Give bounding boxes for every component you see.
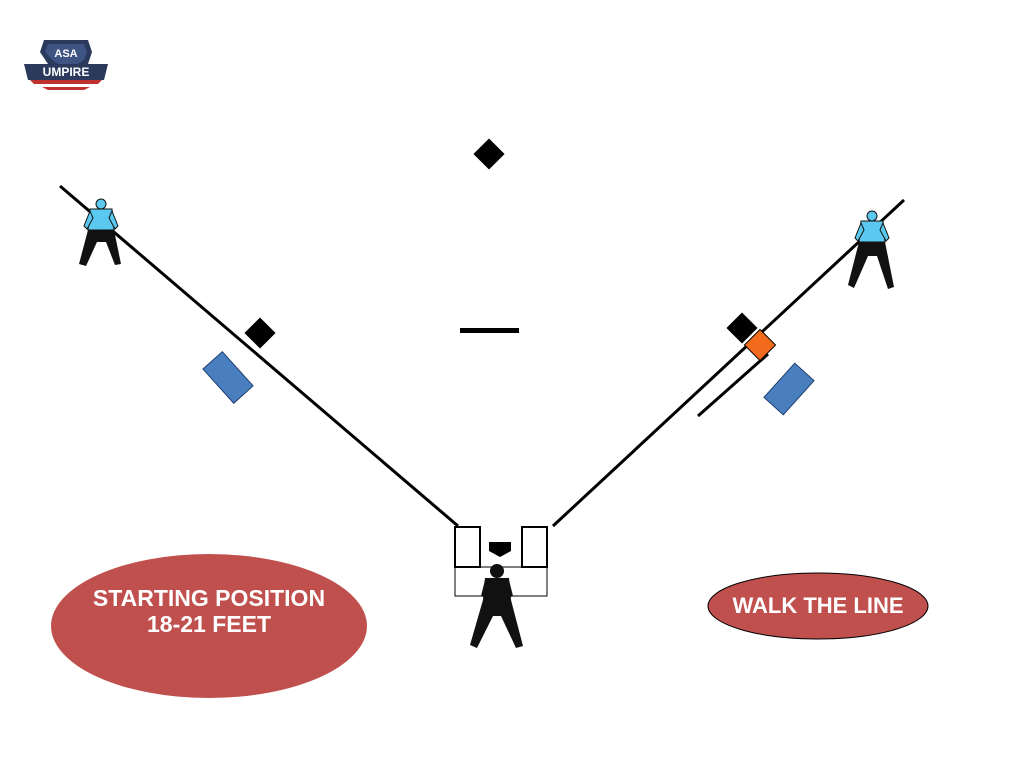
right-foul-line (551, 198, 906, 528)
umpire-figure-icon (79, 198, 121, 266)
starting-position-callout (51, 554, 367, 698)
first-base-orange-base (743, 328, 777, 362)
umpire-figure-icon (848, 210, 894, 289)
umpire-arms (854, 221, 890, 242)
umpire-head (95, 198, 107, 210)
first-base (726, 312, 758, 344)
walk-the-line-callout (707, 572, 929, 640)
logo-banner (24, 64, 108, 80)
umpire-legs (848, 242, 894, 289)
asa-umpire-logo: ASA UMPIRE (24, 40, 108, 90)
right-batters-box (521, 526, 548, 568)
logo-stripe-1 (30, 80, 102, 84)
umpire-head (490, 564, 504, 578)
first-base-coach-box (763, 362, 815, 416)
left-foul-line (59, 184, 459, 528)
plate-umpire-figure-icon (470, 564, 523, 648)
umpire-body (483, 578, 511, 600)
umpire-arms (481, 580, 513, 598)
starting-position-line-1: STARTING POSITION (92, 585, 326, 611)
second-base (473, 138, 505, 170)
logo-stripe-3 (42, 87, 90, 90)
home-plate (489, 542, 511, 557)
starting-position-label: STARTING POSITION 18-21 FEET (60, 585, 358, 638)
starting-position-line-2: 18-21 FEET (147, 611, 271, 638)
third-base (244, 317, 276, 349)
left-batters-box (454, 526, 481, 568)
umpire-legs (79, 230, 121, 266)
walk-the-line-path (697, 352, 769, 418)
logo-text-asa: ASA (54, 48, 77, 60)
walk-the-line-label: WALK THE LINE (732, 593, 904, 618)
logo-shield-inner (45, 44, 87, 70)
umpire-legs (470, 600, 523, 648)
third-base-coach-box (202, 350, 254, 404)
umpire-arms (83, 209, 119, 230)
umpire-head (866, 210, 878, 222)
logo-text-umpire: UMPIRE (43, 65, 90, 79)
logo-stripe-2 (36, 84, 96, 87)
pitchers-plate (460, 328, 519, 333)
